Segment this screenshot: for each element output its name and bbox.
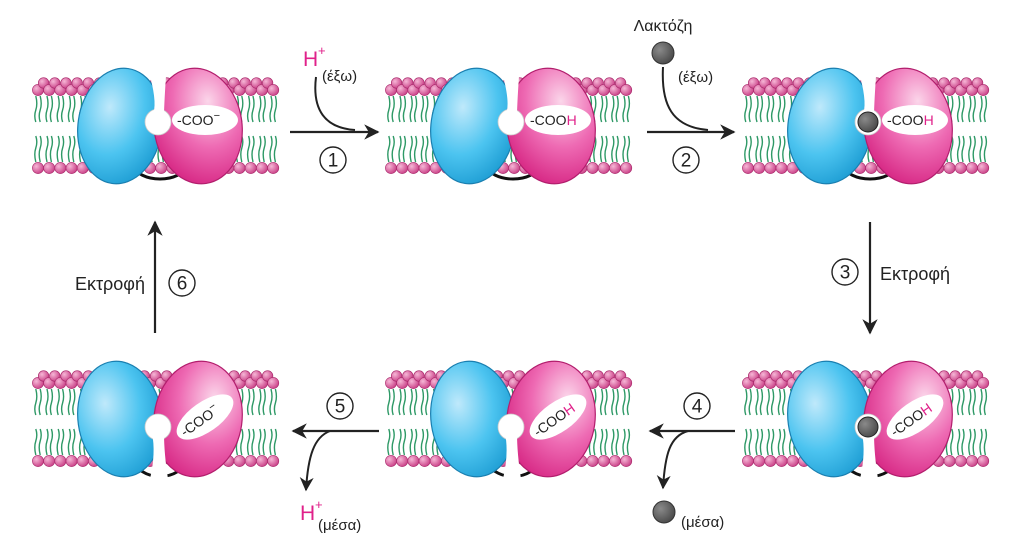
svg-text:H: H: [300, 502, 315, 525]
flip-label-step-6: Εκτροφή: [75, 274, 145, 294]
svg-text:(έξω): (έξω): [322, 68, 357, 85]
svg-text:4: 4: [692, 397, 703, 418]
step-number-6: 6: [168, 269, 196, 297]
svg-text:6: 6: [177, 274, 188, 295]
svg-text:-COO−: -COO−: [177, 110, 220, 128]
transporter-state-4: -COOH: [742, 360, 990, 479]
step-number-3: 3: [831, 258, 859, 286]
arrow-step-1: [290, 76, 380, 140]
permease-protein: -COOH: [430, 67, 596, 185]
carboxyl-group-label: -COO−: [172, 105, 238, 135]
step-number-5: 5: [326, 392, 354, 420]
svg-text:3: 3: [840, 263, 851, 284]
permease-protein: -COOH: [430, 360, 596, 479]
transporter-state-2: -COOH: [385, 67, 633, 185]
lactose-molecule-icon: [652, 500, 676, 524]
arrow-step-2: [647, 66, 736, 140]
svg-text:1: 1: [328, 151, 339, 172]
svg-text:H: H: [303, 48, 318, 71]
svg-text:Λακτόζη: Λακτόζη: [634, 18, 693, 35]
transporter-state-5: -COOH: [385, 360, 633, 479]
svg-text:+: +: [318, 43, 326, 58]
proton-inside-label: H + (μέσα): [300, 497, 361, 534]
carboxyl-group-label: -COOH: [882, 105, 948, 135]
svg-text:(μέσα): (μέσα): [681, 514, 724, 531]
bound-lactose-icon: [857, 416, 879, 438]
svg-text:+: +: [315, 497, 323, 512]
transporter-state-3: -COOH: [742, 67, 990, 185]
svg-text:2: 2: [681, 151, 692, 172]
svg-text:5: 5: [335, 397, 346, 418]
svg-text:(έξω): (έξω): [678, 69, 713, 86]
step-number-1: 1: [319, 146, 347, 174]
permease-protein: -COO−: [77, 360, 243, 479]
permease-protein: -COOH: [787, 360, 953, 479]
svg-text:(μέσα): (μέσα): [318, 517, 361, 534]
svg-text:-COOH: -COOH: [530, 112, 577, 128]
lactose-inside-label: (μέσα): [652, 500, 724, 531]
step-number-4: 4: [683, 392, 711, 420]
arrow-step-5: [291, 423, 379, 492]
step-number-2: 2: [672, 146, 700, 174]
carboxyl-group-label: -COOH: [525, 105, 591, 135]
lactose-outside-label: Λακτόζη (έξω): [634, 18, 714, 86]
transporter-state-6: -COO−: [32, 360, 280, 479]
svg-text:-COOH: -COOH: [887, 112, 934, 128]
flip-label-step-3: Εκτροφή: [880, 264, 950, 284]
lactose-molecule-icon: [651, 41, 675, 65]
arrow-step-4: [648, 423, 735, 490]
bound-lactose-icon: [857, 111, 879, 133]
proton-outside-label: H + (έξω): [303, 43, 357, 85]
transporter-state-1: -COO−: [32, 67, 280, 185]
permease-protein: -COO−: [77, 67, 243, 185]
permease-protein: -COOH: [787, 67, 953, 185]
